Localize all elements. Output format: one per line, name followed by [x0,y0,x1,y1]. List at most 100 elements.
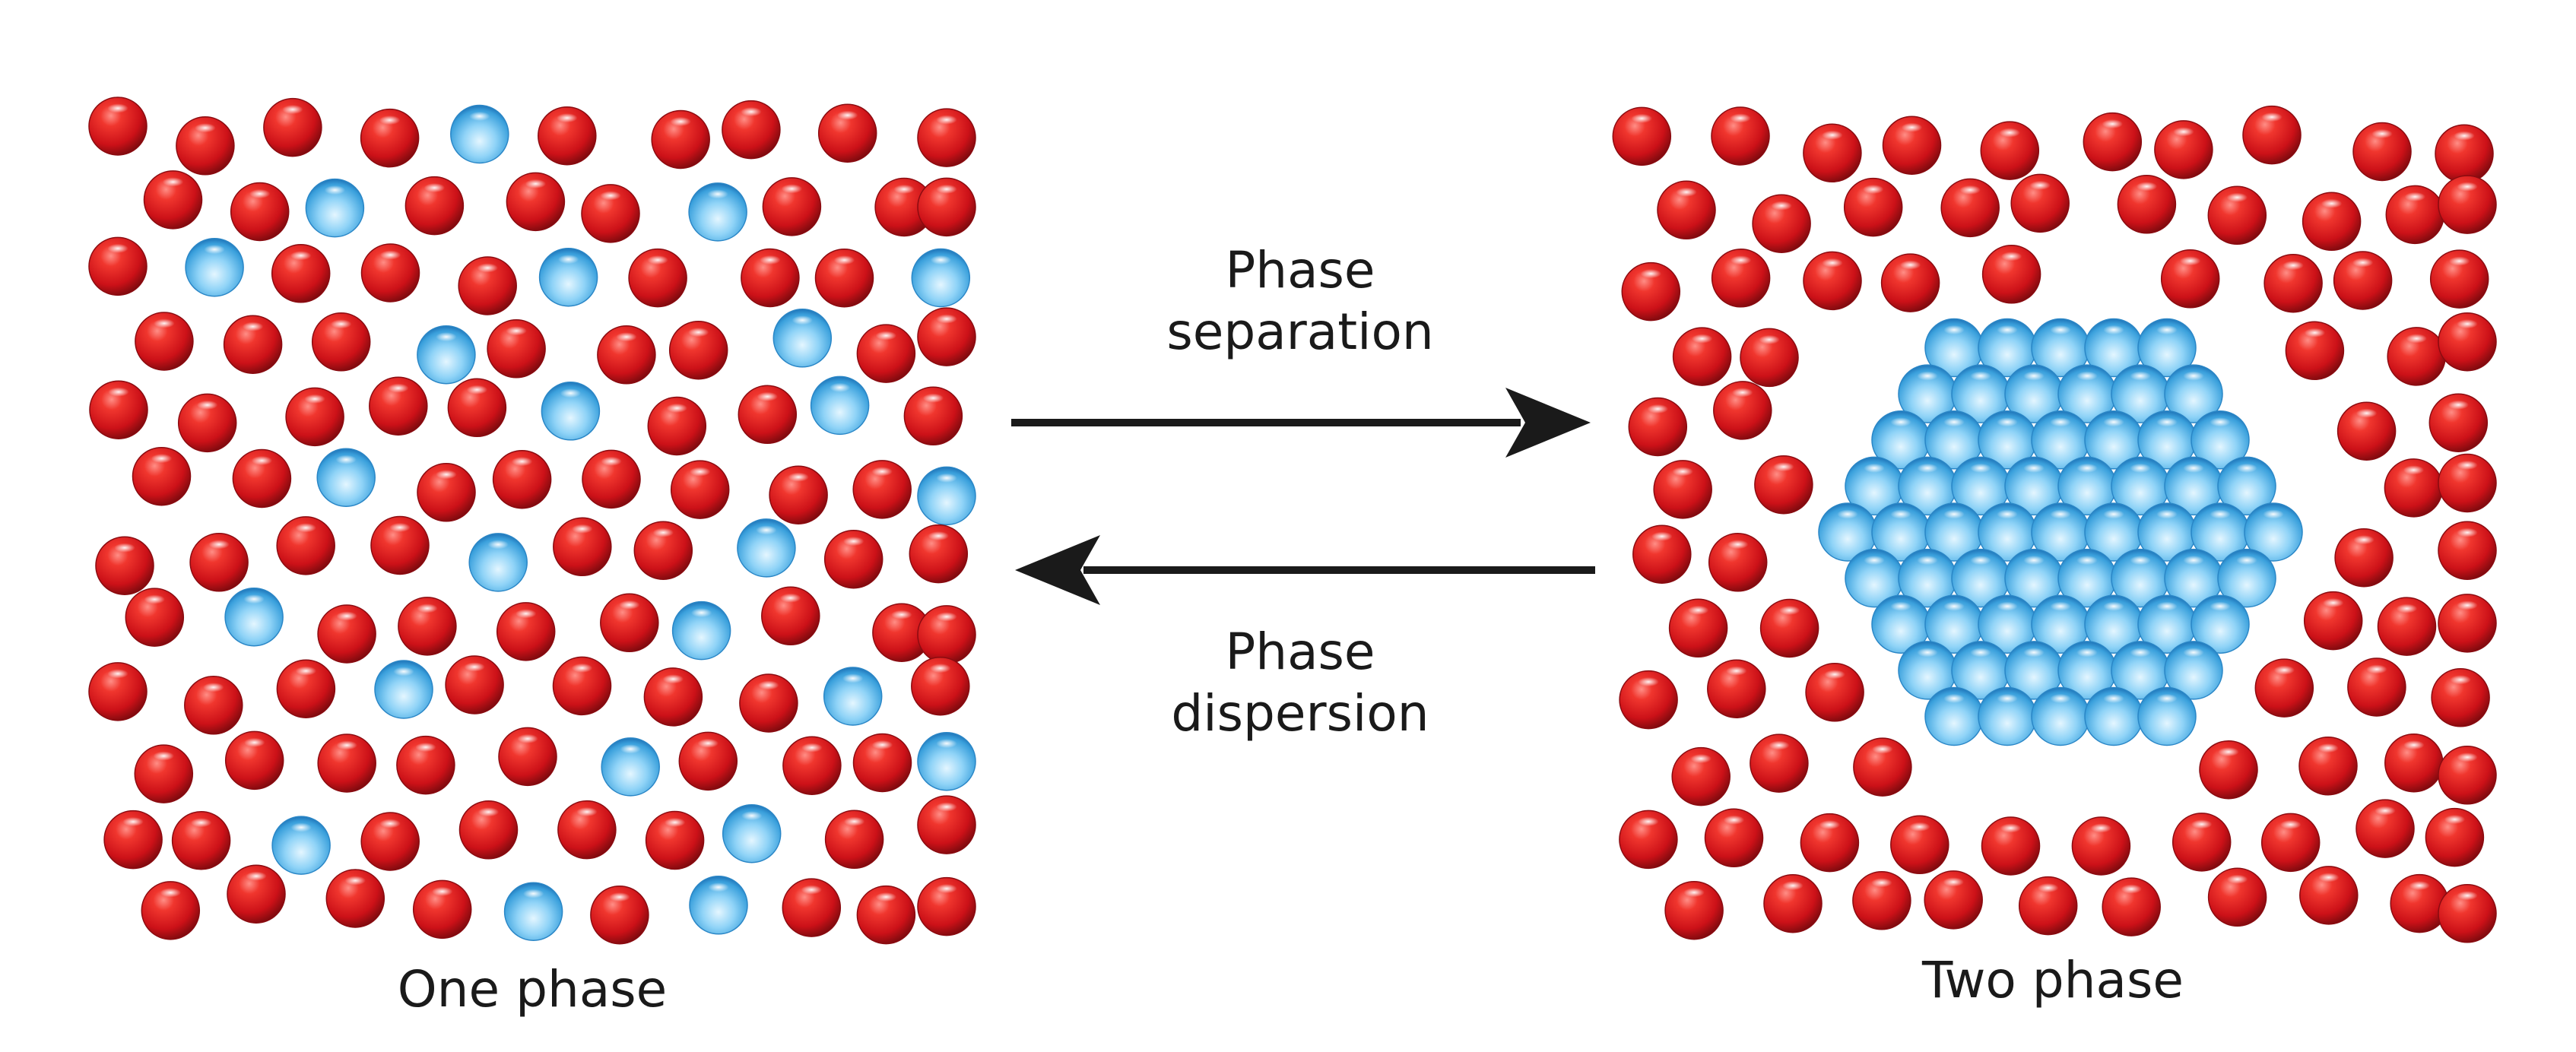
red-particle [1740,328,1799,388]
red-particle [141,881,201,940]
red-particle [668,320,728,380]
red-particle [271,244,331,303]
red-particle [88,236,148,296]
red-particle [782,736,842,795]
red-particle [189,533,249,592]
red-particle [2298,736,2358,796]
phase-separation-label: Phase separation [1080,240,1521,363]
red-particle [647,396,707,456]
red-particle [741,248,800,308]
red-particle [643,667,703,727]
red-particle [722,100,781,160]
red-particle [597,325,656,385]
red-particle [1803,123,1862,183]
blue-particle [601,737,660,797]
red-particle [285,387,344,447]
red-particle [2425,807,2485,867]
blue-particle [2111,364,2170,423]
red-particle [670,460,730,519]
red-particle [917,876,976,936]
blue-particle [1818,502,1877,562]
red-particle [496,602,556,661]
blue-particle [2164,641,2223,700]
red-particle [762,177,822,236]
red-particle [2384,458,2444,518]
red-particle [2299,866,2359,925]
red-particle [909,524,969,584]
red-particle [2010,173,2070,233]
red-particle [370,515,430,575]
blue-particle [1924,410,1984,470]
phase-dispersion-label: Phase dispersion [1080,622,1521,744]
red-particle [458,800,519,860]
red-particle [1843,177,1903,237]
blue-particle [374,660,433,719]
blue-particle [722,803,782,863]
blue-particle [224,587,284,647]
red-particle [2102,877,2161,936]
blue-particle [1978,686,2037,746]
blue-particle [2084,686,2143,746]
red-particle [103,810,163,870]
red-particle [903,386,963,446]
red-particle [171,811,231,870]
two-phase-caption: Two phase [1922,951,2184,1009]
red-particle [445,655,504,715]
red-particle [2303,591,2363,651]
blue-particle [185,237,244,297]
red-particle [132,446,192,506]
red-particle [2438,175,2497,234]
red-particle [2172,813,2232,872]
red-particle [1711,106,1770,166]
blue-particle [1898,456,1957,516]
red-particle [1882,116,1942,175]
blue-particle [917,466,976,526]
blue-particle [2111,641,2170,700]
red-particle [2254,658,2314,718]
blue-particle [2137,410,2197,470]
red-particle [2018,876,2078,936]
red-particle [1621,261,1681,322]
red-particle [458,256,517,315]
red-particle [1664,880,1724,940]
red-particle [856,324,916,383]
red-particle [492,449,552,509]
red-particle [1632,524,1692,584]
blue-particle [689,876,748,935]
red-particle [412,879,472,940]
red-particle [2336,401,2397,461]
red-particle [177,393,237,453]
red-particle [506,172,566,232]
red-particle [1754,455,1813,515]
red-particle [590,885,649,945]
blue-particle [2164,364,2223,423]
red-particle [1981,816,2041,876]
red-particle [761,586,820,646]
red-particle [2154,120,2213,179]
blue-particle [1924,502,1984,562]
blue-particle [2111,456,2170,516]
red-particle [1619,670,1678,730]
red-particle [651,109,710,170]
phase-separation-line1: Phase [1225,241,1375,299]
blue-particle [2057,364,2117,423]
red-particle [311,312,371,372]
red-particle [769,465,828,524]
blue-particle [541,382,601,441]
red-particle [782,878,842,937]
red-particle [739,673,798,733]
red-particle [1704,808,1764,868]
two-phase-panel [1612,105,2497,943]
red-particle [1657,180,1716,240]
red-particle [917,307,976,366]
red-particle [917,795,976,854]
red-particle [1805,663,1864,722]
red-particle [2352,122,2412,182]
blue-particle [2217,548,2276,608]
red-particle [2438,312,2497,372]
red-particle [325,869,385,928]
red-particle [398,597,457,656]
blue-particle [417,325,476,385]
blue-particle [737,518,796,578]
blue-particle [2164,456,2223,516]
